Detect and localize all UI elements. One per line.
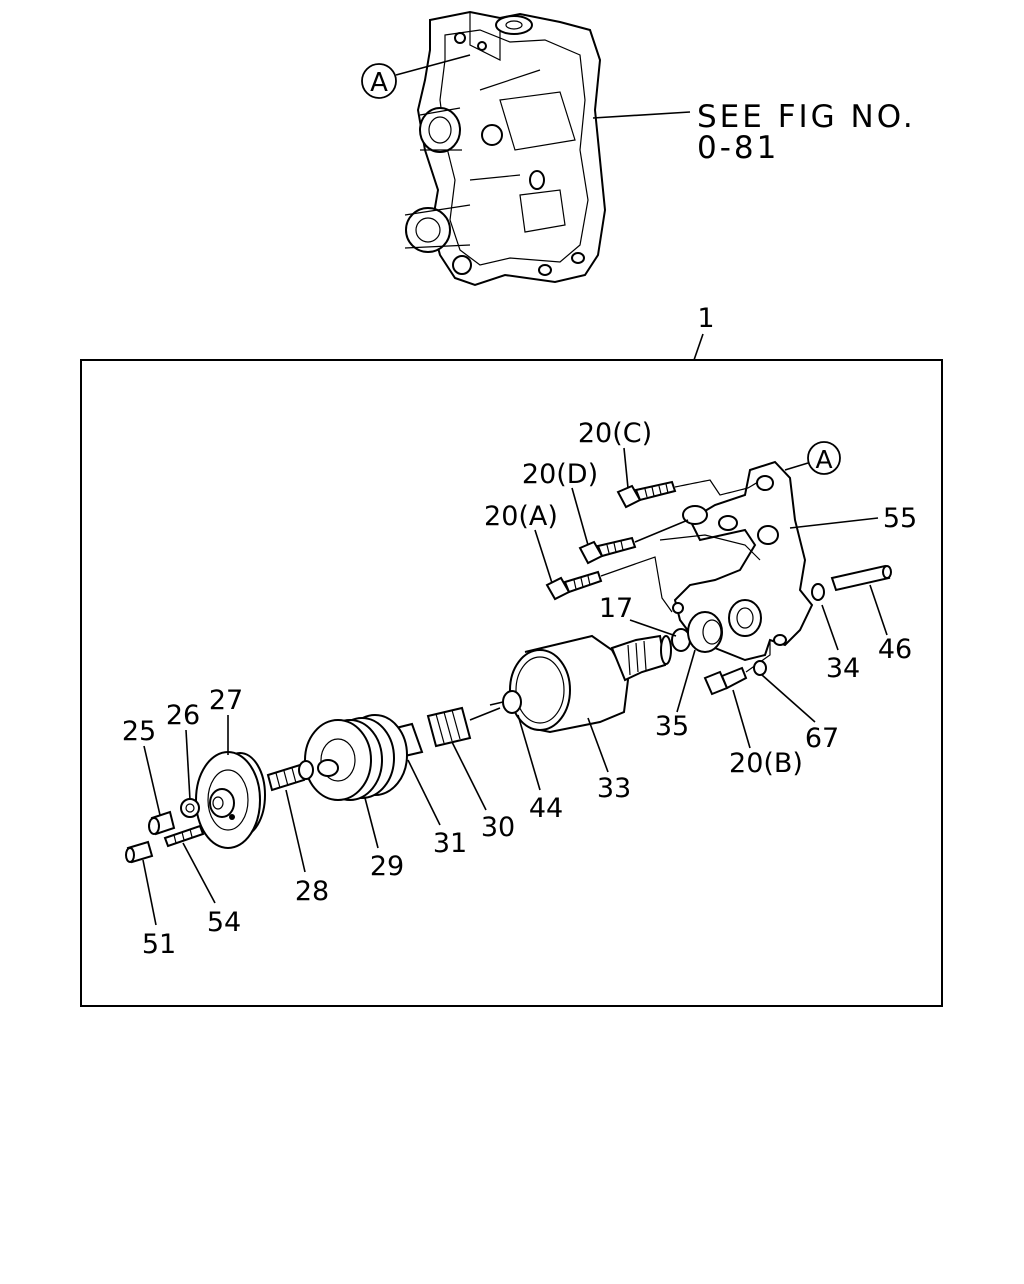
pulley-part-29 (304, 714, 408, 801)
pin-part-51 (125, 840, 154, 864)
callout-33: 33 (597, 773, 631, 804)
callout-55: 55 (883, 503, 917, 534)
bracket-part-55 (659, 460, 814, 662)
callout-35: 35 (655, 711, 689, 742)
seat-part-44 (489, 690, 522, 714)
see-figure-reference: SEE FIG NO. 0-81 (592, 99, 916, 166)
housing-part-33 (509, 634, 672, 734)
callout-17: 17 (599, 593, 633, 624)
spring-part-30 (426, 706, 501, 748)
bolt-part-54 (163, 824, 205, 848)
reference-marker-a-bracket: A (784, 441, 841, 475)
callout-25: 25 (122, 716, 156, 747)
callout-30: 30 (481, 812, 515, 843)
callout-46: 46 (878, 634, 912, 665)
bolt-20c (616, 479, 759, 509)
pulley-part-27 (195, 751, 266, 849)
marker-a-top-label: A (370, 68, 388, 98)
bolt-20d (578, 519, 689, 565)
callout-67: 67 (805, 723, 839, 754)
callout-54: 54 (207, 907, 241, 938)
leader-lines (142, 447, 888, 926)
nut-part-26 (180, 798, 200, 818)
callout-20c: 20(C) (578, 418, 652, 449)
bolt-20a (545, 556, 673, 613)
nut-part-35 (687, 611, 723, 653)
assembly-frame (80, 359, 943, 1007)
callout-51: 51 (142, 929, 176, 960)
front-cover-casting (404, 10, 607, 287)
callout-27: 27 (209, 685, 243, 716)
callout-labels: 20(C) 20(D) 20(A) 55 17 46 34 35 67 20(B… (122, 418, 917, 960)
bolt-20b (703, 640, 771, 696)
callout-26: 26 (166, 700, 200, 731)
cap-part-25 (148, 810, 176, 836)
callout-31: 31 (433, 828, 467, 859)
callout-28: 28 (295, 876, 329, 907)
snap-ring-part-34 (811, 583, 825, 601)
shaft-part-28 (266, 760, 314, 792)
callout-44: 44 (529, 793, 563, 824)
callout-34: 34 (826, 653, 860, 684)
washer-part-67 (753, 660, 767, 676)
reference-marker-a-top: A (361, 54, 471, 99)
callout-20b: 20(B) (729, 748, 803, 779)
callout-1: 1 (697, 303, 714, 334)
pin-part-46 (830, 564, 892, 592)
see-figure-number: 0-81 (697, 130, 779, 166)
see-figure-text: SEE FIG NO. (697, 99, 916, 135)
callout-29: 29 (370, 851, 404, 882)
assembly-callout-1: 1 (693, 303, 715, 361)
callout-20d: 20(D) (522, 459, 598, 490)
callout-20a: 20(A) (484, 501, 558, 532)
marker-a-bracket-label: A (815, 445, 832, 474)
